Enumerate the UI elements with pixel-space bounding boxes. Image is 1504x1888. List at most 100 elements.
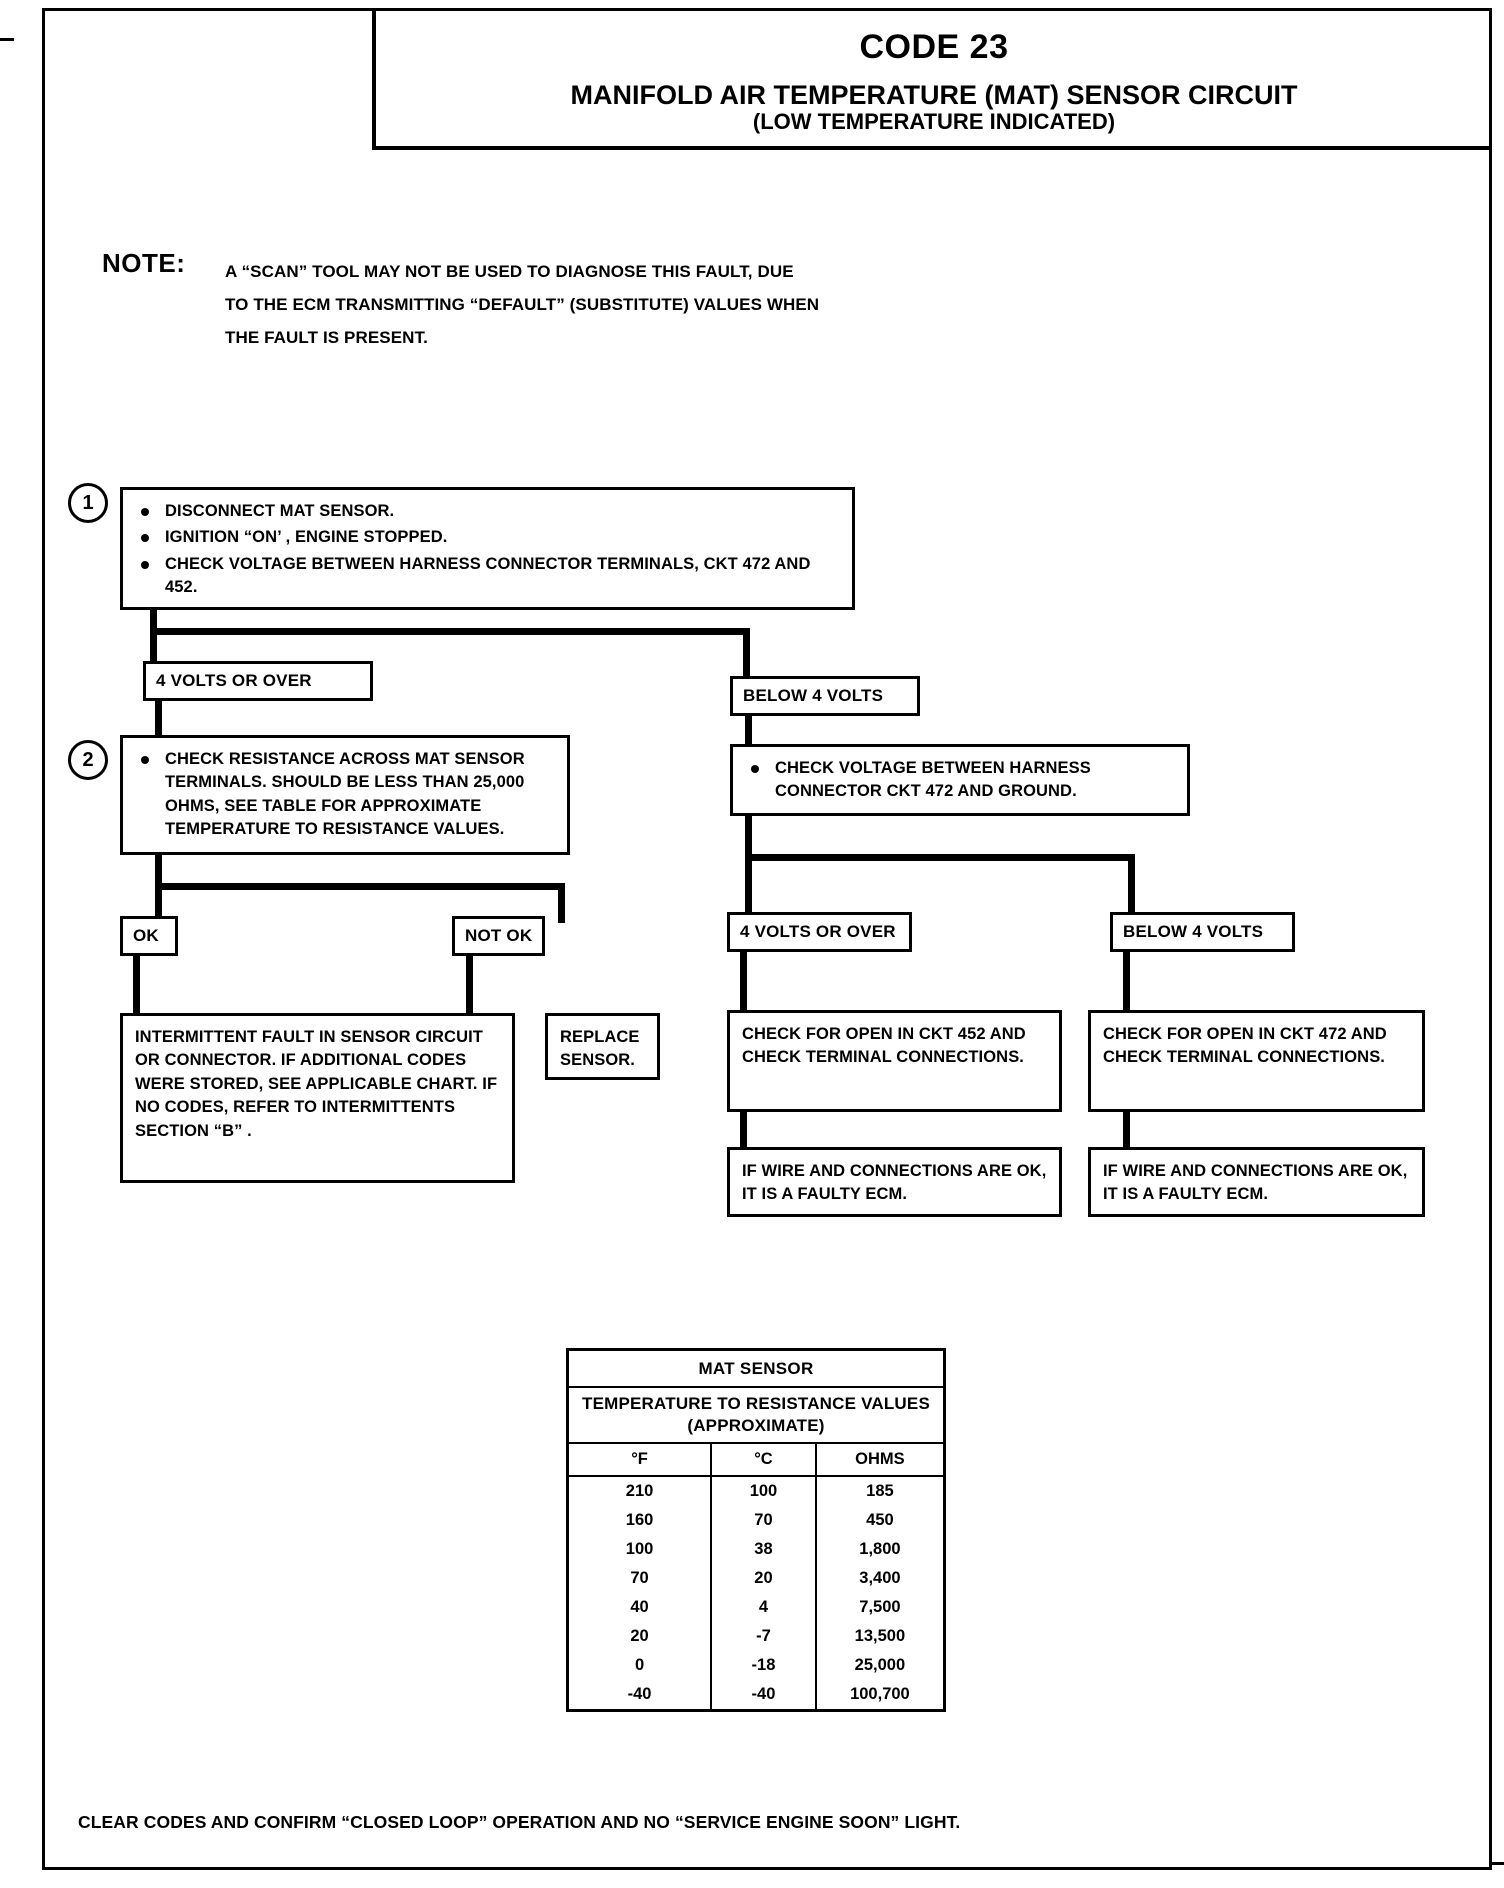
right-check-bullet-list: CHECK VOLTAGE BETWEEN HARNESS CONNECTOR … xyxy=(745,757,1175,804)
label-4-volts-or-over-left: 4 VOLTS OR OVER xyxy=(143,661,373,701)
connector-rightcheck-down xyxy=(745,816,752,861)
label-below-4-volts-far: BELOW 4 VOLTS xyxy=(1110,912,1295,952)
note-line-2: TO THE ECM TRANSMITTING “DEFAULT” (SUBST… xyxy=(225,295,820,315)
step1-bullet-2: IGNITION “ON’ , ENGINE STOPPED. xyxy=(135,526,840,549)
table-subtitle-2: (APPROXIMATE) xyxy=(569,1415,943,1444)
footer-note: CLEAR CODES AND CONFIRM “CLOSED LOOP” OP… xyxy=(78,1812,961,1832)
table-row: -40 -40 100,700 xyxy=(569,1680,943,1709)
step1-bullet-1: DISCONNECT MAT SENSOR. xyxy=(135,500,840,523)
table-title-row: MAT SENSOR xyxy=(569,1351,943,1388)
step-marker-1: 1 xyxy=(68,483,108,523)
connector-right-branch-down xyxy=(743,628,750,678)
result-faulty-ecm-left-box: IF WIRE AND CONNECTIONS ARE OK, IT IS A … xyxy=(727,1147,1062,1217)
table-subtitle-row-1: TEMPERATURE TO RESISTANCE VALUES xyxy=(569,1387,943,1415)
result-faulty-ecm-left-text: IF WIRE AND CONNECTIONS ARE OK, IT IS A … xyxy=(742,1162,1047,1204)
table-row: 100 38 1,800 xyxy=(569,1535,943,1564)
step1-box: DISCONNECT MAT SENSOR. IGNITION “ON’ , E… xyxy=(120,487,855,610)
cell-fahrenheit: 40 xyxy=(569,1593,713,1622)
connector-notok-down xyxy=(558,883,565,923)
connector-452-to-ecm xyxy=(740,1112,747,1150)
step2-bullet-list: CHECK RESISTANCE ACROSS MAT SENSOR TERMI… xyxy=(135,748,555,842)
cell-ohms: 100,700 xyxy=(850,1685,910,1703)
cell-ohms: 450 xyxy=(866,1511,894,1529)
cell-celsius: 4 xyxy=(711,1593,817,1622)
cell-fahrenheit: 100 xyxy=(569,1535,713,1564)
cell-celsius: -18 xyxy=(711,1651,817,1680)
edge-tick-bottom xyxy=(1490,1862,1504,1865)
connector-farbelow4v-to-result xyxy=(1123,952,1130,1012)
connector-to-right-check xyxy=(745,716,752,744)
result-replace-sensor-text: REPLACE SENSOR. xyxy=(560,1028,640,1070)
table-row: 20 -7 13,500 xyxy=(569,1622,943,1651)
page-border xyxy=(42,8,1492,1870)
edge-tick-top xyxy=(0,38,14,41)
note-line-3: THE FAULT IS PRESENT. xyxy=(225,328,428,348)
label-4-volts-or-over-mid: 4 VOLTS OR OVER xyxy=(727,912,912,952)
cell-fahrenheit: 70 xyxy=(569,1564,713,1593)
table-row: 40 4 7,500 xyxy=(569,1593,943,1622)
cell-celsius: 100 xyxy=(711,1476,817,1506)
connector-left-branch-down xyxy=(150,628,157,663)
table-subtitle-row-2: (APPROXIMATE) xyxy=(569,1415,943,1444)
connector-step2-horizontal xyxy=(155,883,565,890)
column-header-ohms: OHMS xyxy=(815,1443,943,1477)
column-header-fahrenheit: °F xyxy=(569,1443,713,1477)
connector-mid4v-down xyxy=(745,854,752,919)
cell-celsius: -40 xyxy=(711,1680,817,1709)
label-ok: OK xyxy=(120,916,178,956)
result-open-ckt-472-text: CHECK FOR OPEN IN CKT 472 AND CHECK TERM… xyxy=(1103,1025,1387,1067)
column-header-celsius: °C xyxy=(711,1443,817,1477)
table-row: 160 70 450 xyxy=(569,1506,943,1535)
cell-fahrenheit: 20 xyxy=(569,1622,713,1651)
result-replace-sensor-box: REPLACE SENSOR. xyxy=(545,1013,660,1080)
note-body: A “SCAN” TOOL MAY NOT BE USED TO DIAGNOS… xyxy=(225,255,885,354)
cell-celsius: 70 xyxy=(711,1506,817,1535)
cell-ohms: 25,000 xyxy=(854,1656,906,1674)
step1-bullet-list: DISCONNECT MAT SENSOR. IGNITION “ON’ , E… xyxy=(135,500,840,600)
cell-celsius: -7 xyxy=(711,1622,817,1651)
title-block: CODE 23 MANIFOLD AIR TEMPERATURE (MAT) S… xyxy=(372,8,1492,150)
circuit-title: MANIFOLD AIR TEMPERATURE (MAT) SENSOR CI… xyxy=(570,79,1298,110)
connector-mid4v-to-result xyxy=(740,952,747,1012)
connector-ok-down xyxy=(155,883,162,923)
cell-ohms: 7,500 xyxy=(859,1598,901,1616)
connector-step2-down xyxy=(155,855,162,890)
cell-ohms: 185 xyxy=(866,1482,894,1500)
circuit-subtitle: (LOW TEMPERATURE INDICATED) xyxy=(752,108,1116,134)
connector-to-step2 xyxy=(155,701,162,736)
cell-ohms: 1,800 xyxy=(859,1540,901,1558)
right-check-voltage-box: CHECK VOLTAGE BETWEEN HARNESS CONNECTOR … xyxy=(730,744,1190,816)
step2-bullet-1: CHECK RESISTANCE ACROSS MAT SENSOR TERMI… xyxy=(135,748,555,842)
note-line-1: A “SCAN” TOOL MAY NOT BE USED TO DIAGNOS… xyxy=(225,262,794,281)
result-open-ckt-452-box: CHECK FOR OPEN IN CKT 452 AND CHECK TERM… xyxy=(727,1010,1062,1112)
cell-celsius: 20 xyxy=(711,1564,817,1593)
connector-notok-to-result xyxy=(466,956,473,1016)
right-check-bullet-1: CHECK VOLTAGE BETWEEN HARNESS CONNECTOR … xyxy=(745,757,1175,804)
page-title: CODE 23 xyxy=(859,28,1009,66)
cell-fahrenheit: 0 xyxy=(569,1651,713,1680)
connector-farbelow4v-down xyxy=(1128,854,1135,919)
cell-fahrenheit: 210 xyxy=(569,1476,713,1506)
connector-rightcheck-horizontal xyxy=(745,854,1135,861)
step-marker-2: 2 xyxy=(68,740,108,780)
table-subtitle-1: TEMPERATURE TO RESISTANCE VALUES xyxy=(581,1394,930,1413)
cell-celsius: 38 xyxy=(711,1535,817,1564)
table-header-row: °F °C OHMS xyxy=(569,1443,943,1477)
cell-ohms: 13,500 xyxy=(854,1627,906,1645)
connector-step1-horizontal xyxy=(150,628,750,635)
table-title: MAT SENSOR xyxy=(569,1351,943,1388)
table-row: 0 -18 25,000 xyxy=(569,1651,943,1680)
result-faulty-ecm-right-text: IF WIRE AND CONNECTIONS ARE OK, IT IS A … xyxy=(1103,1162,1408,1204)
mat-sensor-table: MAT SENSOR TEMPERATURE TO RESISTANCE VAL… xyxy=(566,1348,946,1712)
connector-step1-down xyxy=(150,610,157,635)
label-not-ok: NOT OK xyxy=(452,916,545,956)
result-faulty-ecm-right-box: IF WIRE AND CONNECTIONS ARE OK, IT IS A … xyxy=(1088,1147,1425,1217)
result-open-ckt-472-box: CHECK FOR OPEN IN CKT 472 AND CHECK TERM… xyxy=(1088,1010,1425,1112)
result-intermittent-text: INTERMITTENT FAULT IN SENSOR CIRCUIT OR … xyxy=(135,1028,498,1140)
result-intermittent-box: INTERMITTENT FAULT IN SENSOR CIRCUIT OR … xyxy=(120,1013,515,1183)
result-open-ckt-452-text: CHECK FOR OPEN IN CKT 452 AND CHECK TERM… xyxy=(742,1025,1026,1067)
step2-box: CHECK RESISTANCE ACROSS MAT SENSOR TERMI… xyxy=(120,735,570,855)
connector-472-to-ecm xyxy=(1123,1112,1130,1150)
step1-bullet-3: CHECK VOLTAGE BETWEEN HARNESS CONNECTOR … xyxy=(135,553,840,600)
